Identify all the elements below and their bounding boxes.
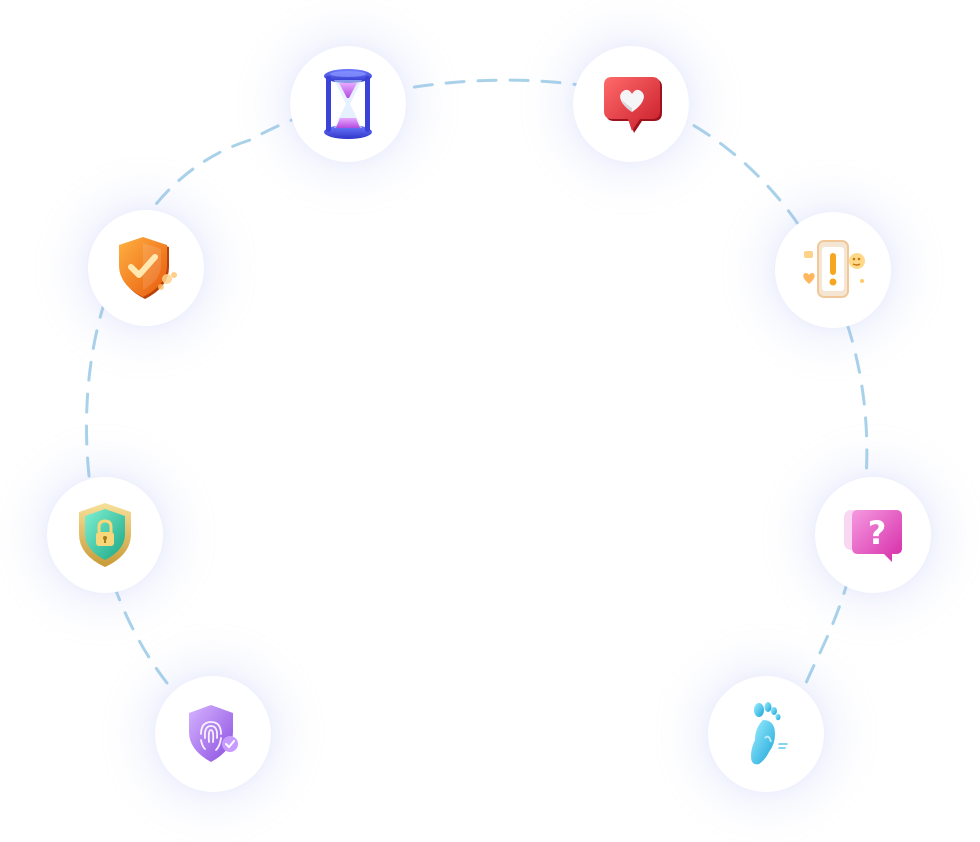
question-bubble-icon: ? <box>840 504 906 566</box>
fingerprint-shield-icon <box>183 702 243 766</box>
shield-lock-node[interactable] <box>47 477 163 593</box>
shield-check-node[interactable] <box>88 210 204 326</box>
hourglass-icon <box>320 68 376 140</box>
fingerprint-shield-node[interactable] <box>155 676 271 792</box>
shield-check-icon <box>111 233 181 303</box>
phone-alert-node[interactable] <box>775 212 891 328</box>
hourglass-node[interactable] <box>290 46 406 162</box>
svg-text:?: ? <box>868 514 887 552</box>
phone-alert-icon <box>798 237 868 303</box>
heart-chat-bubble-icon <box>598 73 664 135</box>
footprint-node[interactable] <box>708 676 824 792</box>
question-bubble-node[interactable]: ? <box>815 477 931 593</box>
heart-bubble-node[interactable] <box>573 46 689 162</box>
footprint-icon <box>741 698 791 770</box>
shield-lock-icon <box>74 500 136 570</box>
